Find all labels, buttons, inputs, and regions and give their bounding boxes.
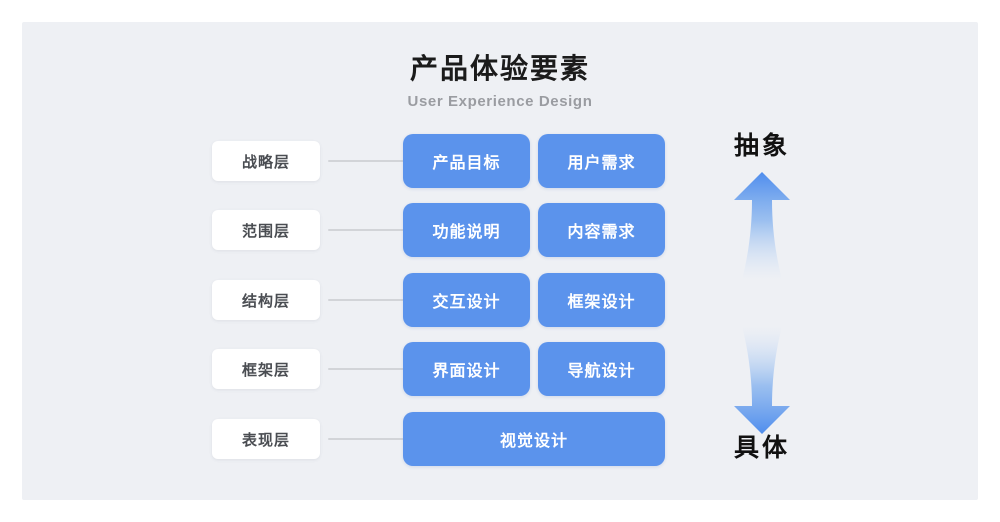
layer-row: 战略层 产品目标 用户需求 bbox=[22, 134, 978, 188]
layer-cards: 产品目标 用户需求 bbox=[403, 134, 665, 188]
slide-header: 产品体验要素 User Experience Design bbox=[22, 52, 978, 112]
layer-cards: 功能说明 内容需求 bbox=[403, 203, 665, 257]
abstraction-axis: 抽象 bbox=[702, 112, 822, 472]
element-card[interactable]: 视觉设计 bbox=[403, 412, 665, 466]
layer-row: 范围层 功能说明 内容需求 bbox=[22, 203, 978, 257]
arrow-up-icon bbox=[730, 170, 794, 282]
layer-cards: 视觉设计 bbox=[403, 412, 665, 466]
layer-label-scope[interactable]: 范围层 bbox=[212, 210, 320, 250]
layer-label-strategy[interactable]: 战略层 bbox=[212, 141, 320, 181]
connector-line bbox=[328, 368, 404, 370]
page-subtitle: User Experience Design bbox=[407, 93, 593, 110]
axis-label-abstract: 抽象 bbox=[733, 132, 790, 160]
connector-line bbox=[328, 160, 404, 162]
element-card[interactable]: 交互设计 bbox=[403, 273, 530, 327]
layer-label-skeleton[interactable]: 框架层 bbox=[212, 349, 320, 389]
element-card[interactable]: 导航设计 bbox=[538, 342, 665, 396]
layer-row: 表现层 视觉设计 bbox=[22, 412, 978, 466]
connector-line bbox=[328, 299, 404, 301]
connector-line bbox=[328, 438, 404, 440]
layer-label-surface[interactable]: 表现层 bbox=[212, 419, 320, 459]
element-card[interactable]: 产品目标 bbox=[403, 134, 530, 188]
layer-row: 框架层 界面设计 导航设计 bbox=[22, 342, 978, 396]
layer-cards: 界面设计 导航设计 bbox=[403, 342, 665, 396]
element-card[interactable]: 用户需求 bbox=[538, 134, 665, 188]
element-card[interactable]: 内容需求 bbox=[538, 203, 665, 257]
element-card[interactable]: 框架设计 bbox=[538, 273, 665, 327]
layer-label-structure[interactable]: 结构层 bbox=[212, 280, 320, 320]
element-card[interactable]: 界面设计 bbox=[403, 342, 530, 396]
connector-line bbox=[328, 229, 404, 231]
element-card[interactable]: 功能说明 bbox=[403, 203, 530, 257]
axis-label-concrete: 具体 bbox=[733, 434, 790, 462]
slide-panel: 产品体验要素 User Experience Design 战略层 产品目标 用… bbox=[22, 22, 978, 500]
page-title: 产品体验要素 bbox=[409, 53, 590, 84]
arrow-down-icon bbox=[730, 324, 794, 436]
layer-cards: 交互设计 框架设计 bbox=[403, 273, 665, 327]
layer-row: 结构层 交互设计 框架设计 bbox=[22, 273, 978, 327]
